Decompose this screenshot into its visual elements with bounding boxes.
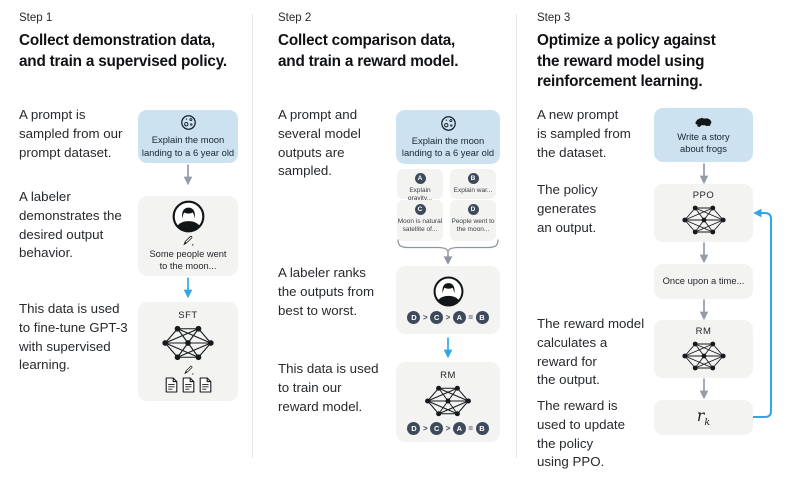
brace-arrow-icon [397,239,499,265]
feedback-loop-arrow [753,208,772,418]
rank-chip: C [430,421,444,435]
annotation-text: A new prompt is sampled from the dataset… [537,107,631,160]
model-label: RM [695,326,712,337]
model-label: PPO [692,190,715,201]
ranking-separator: > [422,423,428,433]
arrow-down-icon [698,242,710,264]
output-option-box: C Moon is natural satellite of... [397,200,443,241]
rm-model-box: RM [654,320,753,378]
model-label: RM [440,369,456,381]
moon-icon [180,114,197,131]
pencil-icon [183,365,194,375]
annotation-text: This data is used to train our reward mo… [278,361,379,414]
prompt-text: Write a story about frogs [677,130,730,155]
ranking-separator: > [422,313,428,322]
column-heading: Collect demonstration data, and train a … [19,32,227,70]
arrow-down-icon [182,277,194,299]
arrow-down-icon [698,163,710,185]
annotation-text: A labeler ranks the outputs from best to… [278,265,375,318]
reward-box: rk [654,400,753,435]
option-chip: C [414,204,426,215]
prompt-box: Explain the moon landing to a 6 year old [396,110,500,164]
neural-net-icon [681,340,727,372]
ranking-separator: = [468,313,473,322]
option-caption: Explain gravity... [407,186,433,202]
labeler-icon [433,276,464,307]
output-option-box: B Explain war... [450,169,496,199]
rank-chip: A [452,311,466,324]
ranking-separator: > [445,313,451,322]
document-icon [182,377,195,393]
rank-chip: C [430,311,444,324]
column-heading: Optimize a policy against the reward mod… [537,32,716,90]
annotation-text: The reward is used to update the policy … [537,398,625,470]
annotation-text: This data is used to fine-tune GPT-3 wit… [19,301,128,373]
column-divider [252,14,253,458]
rank-chip: B [475,311,489,324]
demonstration-text: Some people went to the moon... [149,249,227,271]
ranking-separator: = [468,423,473,433]
rank-chip: D [407,421,421,435]
neural-net-icon [681,204,727,236]
annotation-text: A prompt is sampled from our prompt data… [19,107,123,160]
moon-icon [440,115,457,132]
documents-row [165,377,212,393]
labeler-icon [172,200,205,233]
step-label: Step 1 [19,12,53,24]
option-chip: A [414,173,426,184]
ranking-chips: D > C > A = B [407,421,489,435]
generated-output-box: Once upon a time... [654,264,753,299]
arrow-down-icon [442,337,454,359]
output-option-box: D People went to the moon... [450,200,496,241]
ppo-policy-box: PPO [654,184,753,242]
option-chip: D [467,204,479,215]
ranking-chips: D > C > A = B [407,311,489,324]
option-caption: People went to the moon... [451,217,495,233]
arrow-down-icon [698,299,710,321]
pencil-icon [182,235,194,246]
model-label: SFT [178,310,198,321]
step-label: Step 3 [537,12,571,24]
prompt-box: Write a story about frogs [654,108,753,162]
arrow-down-icon [698,378,710,400]
prompt-text: Explain the moon landing to a 6 year old [141,134,235,158]
output-text: Once upon a time... [662,275,745,287]
reward-symbol: rk [696,406,711,429]
annotation-text: A prompt and several model outputs are s… [278,107,361,179]
annotation-text: The reward model calculates a reward for… [537,316,645,388]
prompt-box: Explain the moon landing to a 6 year old [138,110,238,163]
rank-chip: A [452,421,466,435]
output-option-box: A Explain gravity... [397,169,443,202]
annotation-text: A labeler demonstrates the desired outpu… [19,189,122,261]
frog-icon [694,115,713,128]
prompt-text: Explain the moon landing to a 6 year old [401,134,495,159]
document-icon [199,377,212,393]
option-chip: B [467,173,479,184]
column-heading: Collect comparison data, and train a rew… [278,32,459,70]
arrow-down-icon [182,164,194,186]
rank-chip: B [475,421,489,435]
labeler-box: Some people went to the moon... [138,196,238,276]
step-label: Step 2 [278,12,312,24]
rank-chip: D [407,311,421,324]
ranking-separator: > [445,423,451,433]
option-caption: Moon is natural satellite of... [397,217,443,233]
labeler-ranking-box: D > C > A = B [396,266,500,334]
neural-net-icon [424,384,472,418]
rm-model-box: RM D > C > A = B [396,362,500,442]
annotation-text: The policy generates an output. [537,182,598,235]
column-divider [516,14,517,458]
option-caption: Explain war... [453,186,493,194]
sft-model-box: SFT [138,302,238,401]
neural-net-icon [161,324,215,362]
document-icon [165,377,178,393]
